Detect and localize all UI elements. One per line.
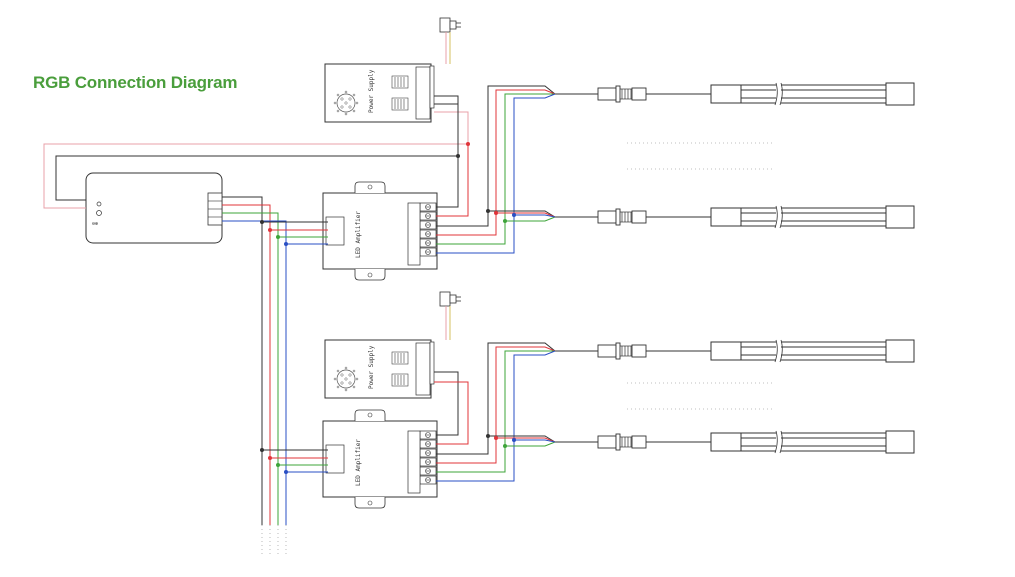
power-supply-label: Power Supply — [368, 345, 375, 389]
led-strip-4 — [597, 430, 915, 454]
led-strip-2 — [597, 205, 915, 229]
controller-port-label: ⊖⊕ — [92, 221, 98, 227]
diagram-title: RGB Connection Diagram — [33, 73, 238, 92]
junction-dots — [260, 142, 516, 474]
power-supply-1: Power Supply — [324, 17, 462, 123]
ac-plug-icon — [439, 291, 462, 307]
power-supply-2: Power Supply — [324, 291, 462, 399]
wires — [43, 32, 598, 525]
ac-plug-icon — [439, 17, 462, 33]
led-amplifier-2: LED Amplifier — [322, 409, 438, 509]
additional-strips-indicator — [261, 142, 775, 555]
led-amplifier-1: LED Amplifier — [322, 181, 438, 281]
power-supply-label: Power Supply — [368, 69, 375, 113]
amplifier-label: LED Amplifier — [355, 211, 362, 258]
led-strip-1 — [597, 82, 915, 106]
led-strip-3 — [597, 339, 915, 363]
rgb-controller: ⊖⊕ — [85, 172, 223, 244]
amplifier-label: LED Amplifier — [355, 439, 362, 486]
